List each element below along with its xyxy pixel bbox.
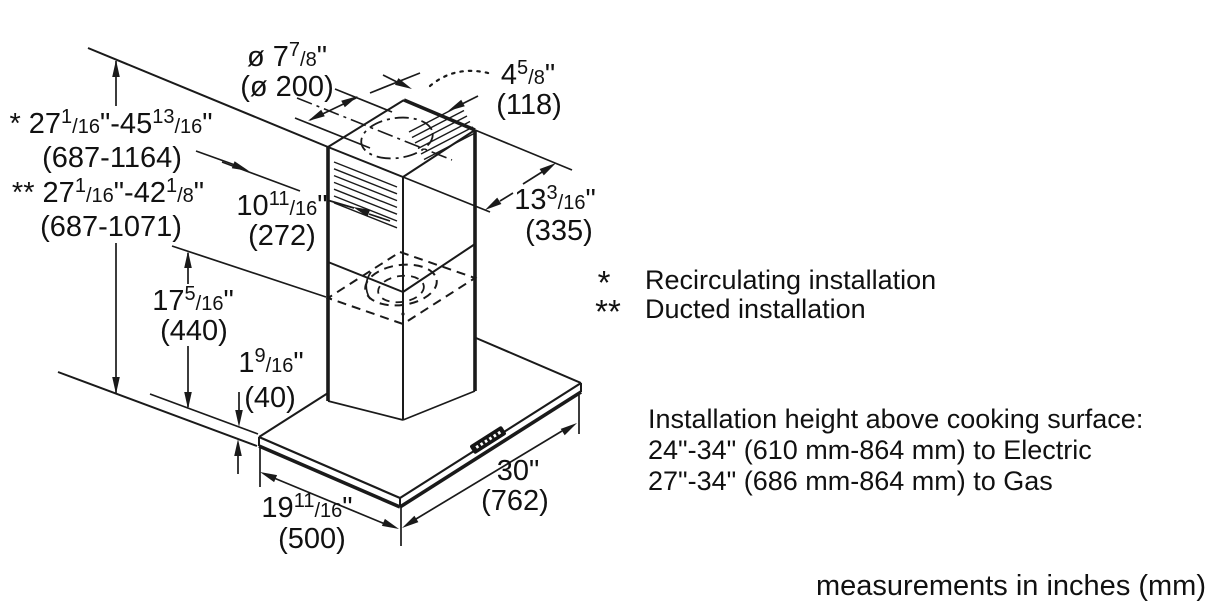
- installation-note-line1: Installation height above cooking surfac…: [648, 404, 1143, 434]
- dim-chimney-width-mm: (272): [248, 220, 316, 252]
- chimney-drawing: [326, 98, 477, 421]
- dim-chimney-depth-inches: 133/16": [514, 182, 596, 216]
- dimension-labels: ø 77/8" (ø 200) 45/8" (118) * 271/16"-45…: [9, 39, 595, 555]
- dim-total-height-recirc-mm: (687-1164): [42, 142, 182, 174]
- dimension-arrowheads: [112, 60, 577, 529]
- installation-note-line3: 27"-34" (686 mm-864 mm) to Gas: [648, 466, 1053, 496]
- legend-recirc-label: Recirculating installation: [645, 265, 936, 295]
- vent-hatching: [333, 104, 477, 229]
- dim-total-height-ducted-mm: (687-1071): [40, 211, 182, 243]
- dim-canopy-width-mm: (762): [481, 485, 549, 517]
- installation-note-line2: 24"-34" (610 mm-864 mm) to Electric: [648, 435, 1092, 465]
- dim-canopy-depth-inches: 1911/16": [261, 490, 352, 524]
- legend-ducted-label: Ducted installation: [645, 294, 866, 324]
- dim-canopy-width-inches: 30": [497, 455, 540, 487]
- dim-lower-section-height-mm: (440): [160, 315, 228, 347]
- dim-chimney-depth-mm: (335): [525, 215, 593, 247]
- units-note: measurements in inches (mm): [816, 570, 1206, 602]
- dim-duct-diameter-inches: ø 77/8": [247, 39, 327, 73]
- dim-canopy-thickness-inches: 19/16": [238, 345, 303, 379]
- control-panel: [470, 426, 506, 454]
- dim-chimney-top-depth-mm: (118): [496, 89, 562, 121]
- installation-note: Installation height above cooking surfac…: [648, 404, 1143, 496]
- dimension-lines: [221, 69, 580, 546]
- legend-ducted-star: **: [595, 293, 621, 330]
- dim-canopy-thickness-mm: (40): [244, 382, 296, 414]
- dim-total-height-ducted-inches: ** 271/16"-421/8": [12, 175, 204, 209]
- dim-lower-section-height-inches: 175/16": [152, 283, 234, 317]
- legend-recirc-star: *: [598, 264, 611, 301]
- label-masks: [6, 106, 238, 346]
- duct-dashed-details: [296, 97, 478, 326]
- dim-canopy-depth-mm: (500): [278, 523, 346, 555]
- dim-total-height-recirc-inches: * 271/16"-4513/16": [9, 106, 212, 140]
- dim-chimney-width-inches: 1011/16": [236, 188, 327, 222]
- dim-chimney-top-depth-inches: 45/8": [501, 57, 555, 91]
- dim-duct-diameter-mm: (ø 200): [240, 71, 333, 103]
- legend: * Recirculating installation ** Ducted i…: [595, 264, 936, 330]
- chimney-width-arrow-shaft: [195, 150, 236, 166]
